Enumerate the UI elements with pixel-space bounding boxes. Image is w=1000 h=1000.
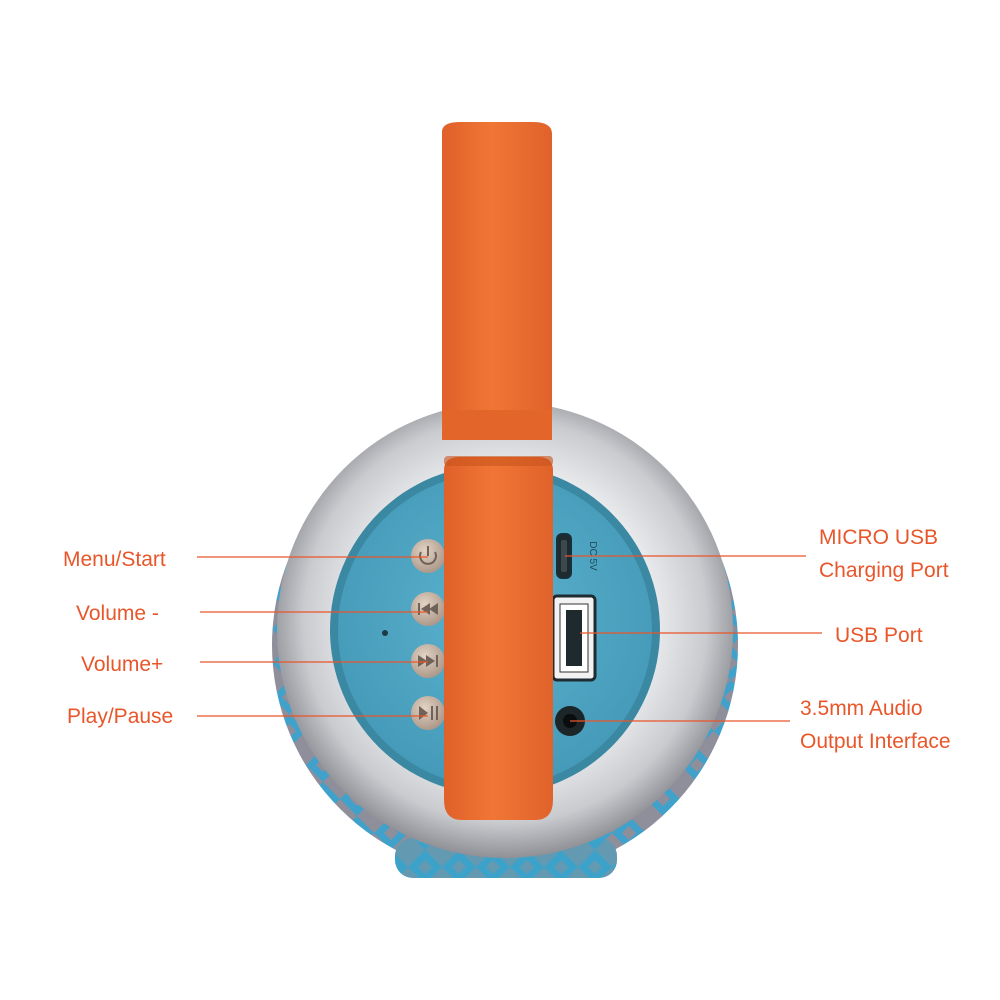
label-audio-line1: 3.5mm Audio (800, 697, 923, 720)
next-icon (418, 655, 438, 667)
button-menu-start[interactable] (411, 539, 445, 573)
label-micro-usb-line2: Charging Port (819, 559, 949, 582)
button-volume-minus[interactable] (411, 592, 445, 626)
label-audio-line2: Output Interface (800, 730, 951, 753)
button-play-pause[interactable] (411, 696, 445, 730)
microphone-hole (382, 630, 388, 636)
usb-port[interactable] (551, 594, 597, 682)
label-micro-usb-line1: MICRO USB (819, 526, 939, 549)
carrying-strap-lower (444, 456, 553, 820)
label-micro-usb: MICRO USB Charging Port (819, 527, 949, 581)
callout-lines (197, 555, 822, 722)
power-icon (419, 551, 437, 565)
label-audio: 3.5mm Audio Output Interface (800, 698, 951, 752)
label-volume-plus: Volume+ (81, 653, 164, 676)
label-usb-port: USB Port (835, 624, 923, 647)
label-play-pause: Play/Pause (67, 705, 174, 728)
label-menu-start: Menu/Start (63, 548, 166, 571)
micro-usb-port[interactable] (556, 533, 572, 579)
carrying-strap-handle (442, 122, 552, 440)
button-volume-plus[interactable] (411, 644, 445, 678)
label-volume-minus: Volume - (76, 602, 159, 625)
